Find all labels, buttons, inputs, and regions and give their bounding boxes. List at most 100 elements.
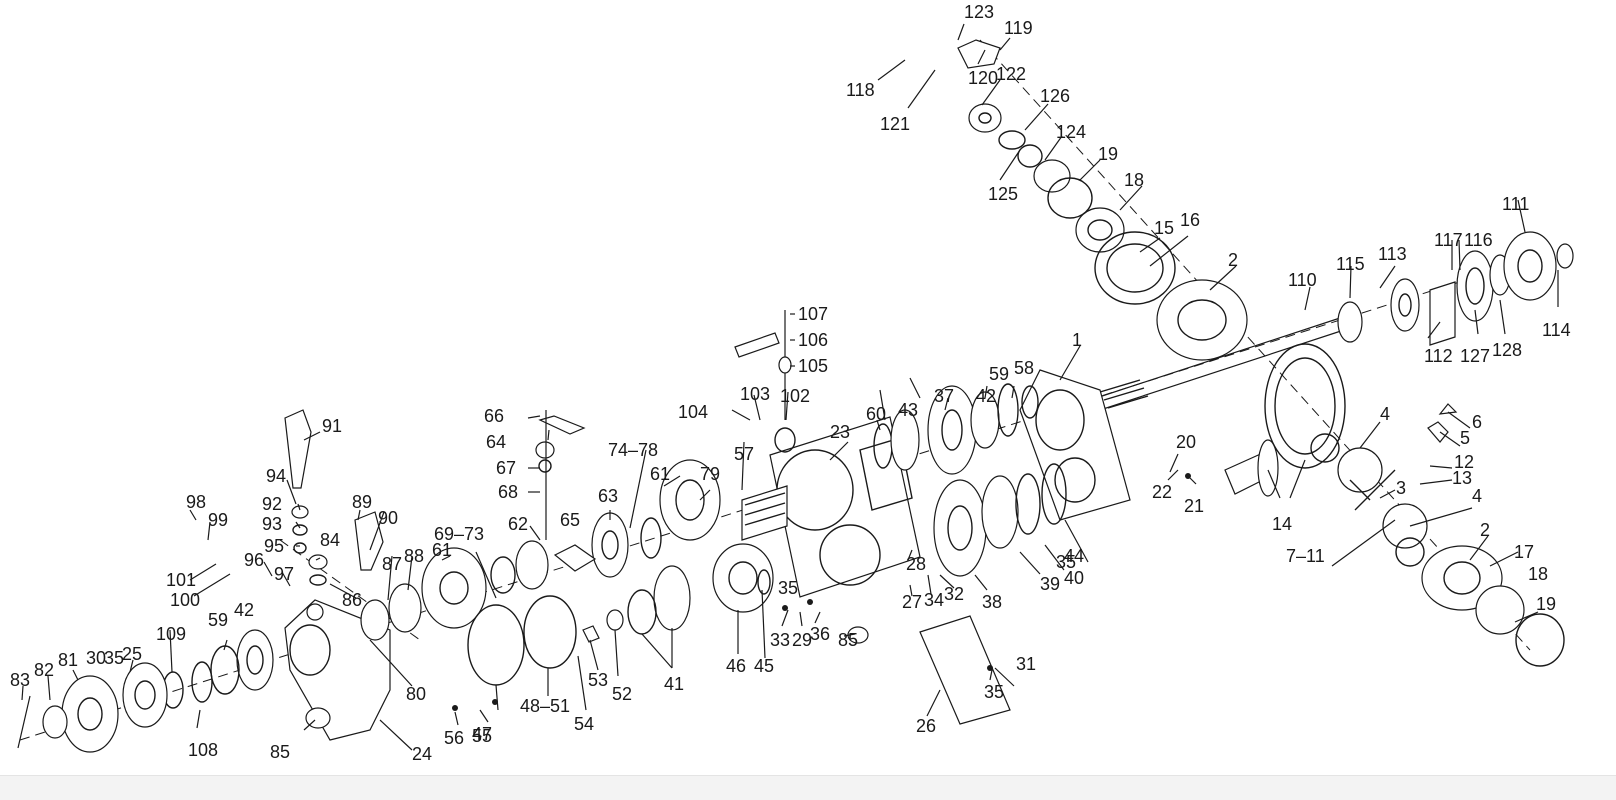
callout-label: 57: [734, 444, 754, 464]
callout-label: 106: [798, 330, 828, 350]
gear-bearing-stack: [873, 383, 1067, 577]
callout-label: 19: [1536, 594, 1556, 614]
callout-label: 39: [1040, 574, 1060, 594]
callout-label: 64: [486, 432, 506, 452]
callout-label: 112: [1424, 346, 1453, 366]
callout-label: 109: [156, 624, 186, 644]
callout-label: 12: [1454, 452, 1474, 472]
callout-label: 98: [186, 492, 206, 512]
callout-label: 68: [498, 482, 518, 502]
callout-label: 85: [270, 742, 290, 762]
callout-label: 31: [1016, 654, 1036, 674]
callout-label: 119: [1004, 18, 1033, 38]
callout-label: 4: [1380, 404, 1390, 424]
callout-label: 4: [1472, 486, 1482, 506]
callout-label: 121: [880, 114, 910, 134]
callout-label: 114: [1542, 320, 1571, 340]
pinion-bearing-stack: [957, 39, 1248, 361]
callout-label: 86: [342, 590, 362, 610]
callout-label: 66: [484, 406, 504, 426]
callout-label: 42: [976, 386, 996, 406]
callout-label: 25: [122, 644, 142, 664]
callout-label: 55: [472, 726, 492, 746]
callout-label: 83: [10, 670, 30, 690]
callout-label: 62: [508, 514, 528, 534]
callout-label: 37: [934, 386, 954, 406]
callout-label: 65: [560, 510, 580, 530]
callout-label: 35: [778, 578, 798, 598]
callout-label: 48–51: [520, 696, 570, 716]
callout-label: 97: [274, 564, 294, 584]
callout-label: 2: [1228, 250, 1238, 270]
callout-label: 27: [902, 592, 922, 612]
callout-label: 126: [1040, 86, 1070, 106]
callout-label: 43: [898, 400, 918, 420]
callout-label: 113: [1378, 244, 1407, 264]
callout-label: 84: [320, 530, 340, 550]
callout-label: 127: [1460, 346, 1490, 366]
callout-label: 18: [1528, 564, 1548, 584]
end-cap-group: [17, 629, 274, 753]
callout-label: 23: [830, 422, 850, 442]
callout-label: 104: [678, 402, 708, 422]
callout-label: 35: [104, 648, 124, 668]
callout-label: 105: [798, 356, 828, 376]
callout-label: 74–78: [608, 440, 658, 460]
callout-label: 5: [1460, 428, 1470, 448]
callout-label: 111: [1502, 194, 1529, 214]
callout-label: 124: [1056, 122, 1086, 142]
callout-label: 52: [612, 684, 632, 704]
callout-label: 88: [404, 546, 424, 566]
callout-label: 24: [412, 744, 432, 764]
callout-label: 58: [1014, 358, 1034, 378]
callout-label: 29: [792, 630, 812, 650]
callout-label: 7–11: [1286, 546, 1325, 566]
callout-label: 101: [166, 570, 196, 590]
callout-label: 118: [846, 80, 875, 100]
callout-label: 85: [838, 630, 858, 650]
callout-label: 125: [988, 184, 1018, 204]
callout-label: 35: [1056, 552, 1076, 572]
callout-label: 95: [264, 536, 284, 556]
callout-label: 59: [989, 364, 1009, 384]
callout-label: 47: [472, 724, 492, 744]
clutch-and-cover-group: [399, 459, 788, 686]
callout-label: 120: [968, 68, 998, 88]
callout-label: 44: [1064, 546, 1084, 566]
callout-label: 122: [996, 64, 1026, 84]
callout-labels: 1 2 2 3 4 4 5 6 7–11 12 13 14 15 16 17 1…: [10, 2, 1571, 764]
callout-label: 116: [1464, 230, 1493, 250]
callout-label: 2: [1480, 520, 1490, 540]
callout-label: 90: [378, 508, 398, 528]
callout-label: 32: [944, 584, 964, 604]
callout-label: 92: [262, 494, 282, 514]
shift-linkage: [284, 310, 796, 586]
callout-label: 33: [770, 630, 790, 650]
callout-label: 117: [1434, 230, 1463, 250]
callout-label: 40: [1064, 568, 1084, 588]
callout-label: 22: [1152, 482, 1172, 502]
callout-label: 69–73: [434, 524, 484, 544]
callout-label: 89: [352, 492, 372, 512]
callout-label: 21: [1184, 496, 1204, 516]
bottom-cover-group: [305, 473, 1191, 729]
callout-label: 128: [1492, 340, 1522, 360]
callout-label: 42: [234, 600, 254, 620]
callout-label: 56: [444, 728, 464, 748]
leader-lines: [21, 23, 1559, 751]
callout-label: 63: [598, 486, 618, 506]
callout-label: 81: [58, 650, 78, 670]
callout-label: 99: [208, 510, 228, 530]
callout-label: 107: [798, 304, 828, 324]
callout-label: 3: [1396, 478, 1406, 498]
callout-label: 17: [1514, 542, 1534, 562]
callout-label: 82: [34, 660, 54, 680]
callout-label: 6: [1472, 412, 1482, 432]
callout-label: 41: [664, 674, 684, 694]
callout-label: 61: [432, 540, 452, 560]
callout-label: 80: [406, 684, 426, 704]
main-housing: [769, 369, 1131, 598]
callout-label: 18: [1124, 170, 1144, 190]
callout-label: 96: [244, 550, 264, 570]
